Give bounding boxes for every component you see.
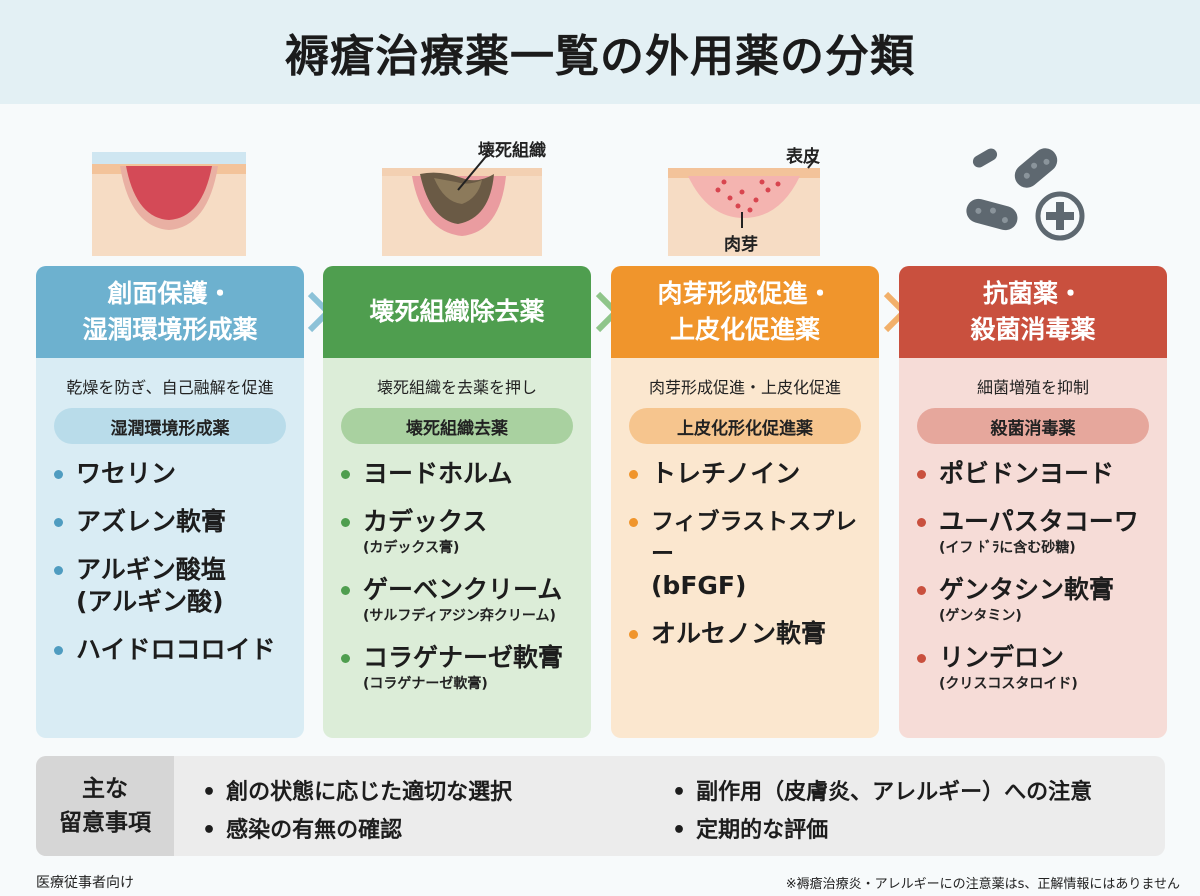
granulation-label: 肉芽 <box>724 235 758 255</box>
key-notes-panel: 主な 留意事項 創の状態に応じた適切な選択 感染の有無の確認 副作用（皮膚炎、ア… <box>36 756 1165 856</box>
footer-disclaimer: ※褥瘡治療炎・アレルギーにの注意薬はs、正解情報にはありません <box>785 877 1180 892</box>
list-item: コラゲナーゼ軟膏 (コラゲナーゼ軟膏) <box>341 642 591 694</box>
list-item: カデックス (カデックス膏) <box>341 506 591 558</box>
bacteria-illustration <box>956 138 1086 258</box>
list-item: リンデロン (クリスコスタロイド) <box>917 642 1167 694</box>
notes-label-line2: 留意事項 <box>59 810 151 836</box>
drug-subname: (ゲンタミン) <box>939 608 1022 624</box>
drug-name: トレチノイン <box>651 459 801 488</box>
drug-name: アズレン軟膏 <box>76 507 227 536</box>
column-category-pill: 湿潤環境形成薬 <box>54 408 286 444</box>
column-title-line1: 肉芽形成促進・ <box>657 279 833 308</box>
granulation-illustration <box>668 132 820 256</box>
column-title-line2: 殺菌消毒薬 <box>970 315 1096 344</box>
column-granulation-promotion: 肉芽形成促進・ 上皮化促進薬 肉芽形成促進・上皮化促進 上皮化形化促進薬 トレチ… <box>611 266 879 738</box>
column-header: 抗菌薬・ 殺菌消毒薬 <box>899 266 1167 358</box>
list-item: ワセリン <box>54 458 304 490</box>
note-item: 副作用（皮膚炎、アレルギー）への注意 <box>672 774 1092 806</box>
column-header: 肉芽形成促進・ 上皮化促進薬 <box>611 266 879 358</box>
drug-name: ハイドロコロイド <box>76 635 276 664</box>
drug-list: ヨードホルム カデックス (カデックス膏) ゲーベンクリーム (サルフディアジン㚏ク… <box>323 458 591 694</box>
drug-name: ゲーベンクリーム <box>363 575 563 604</box>
notes-label: 主な 留意事項 <box>36 756 174 856</box>
drug-name: カデックス <box>363 507 488 536</box>
epidermis-label: 表皮 <box>786 147 820 167</box>
column-description: 肉芽形成促進・上皮化促進 <box>648 378 841 397</box>
list-item: アルギン酸塩 (アルギン酸) <box>54 554 304 618</box>
list-item: ゲンタシン軟膏 (ゲンタミン) <box>917 574 1167 626</box>
title-band: 褥瘡治療薬一覧の外用薬の分類 <box>0 0 1200 104</box>
column-title-line1: 壊死組織除去薬 <box>369 297 545 326</box>
column-category-pill: 殺菌消毒薬 <box>917 408 1149 444</box>
drug-subname: (クリスコスタロイド) <box>939 676 1078 692</box>
column-title-line1: 抗菌薬・ <box>982 279 1083 308</box>
drug-name: フィブラストスプレー <box>651 509 858 567</box>
column-title-line1: 創面保護・ <box>107 279 233 308</box>
drug-name: ユーパスタコーワ <box>939 507 1139 536</box>
list-item: ヨードホルム <box>341 458 591 490</box>
list-item: フィブラストスプレー (bFGF) <box>629 506 879 602</box>
drug-subname: (サルフディアジン㚏クリーム) <box>363 608 556 624</box>
list-item: ゲーベンクリーム (サルフディアジン㚏クリーム) <box>341 574 591 626</box>
column-wound-protection: 創面保護・ 湿潤環境形成薬 乾燥を防ぎ、自己融解を促進 湿潤環境形成薬 ワセリン… <box>36 266 304 738</box>
column-description: 壊死組織を去薬を押し <box>376 378 537 397</box>
footer-audience: 医療従事者向け <box>36 875 134 891</box>
drug-name: アルギン酸塩 <box>76 555 226 584</box>
wound-illustration <box>92 132 246 256</box>
drug-subname: (カデックス膏) <box>363 540 460 556</box>
list-item: ハイドロコロイド <box>54 634 304 666</box>
list-item: アズレン軟膏 <box>54 506 304 538</box>
list-item: トレチノイン <box>629 458 879 490</box>
drug-name: リンデロン <box>939 643 1065 672</box>
drug-subname: (イフ ﾄﾞﾗに含む砂糖) <box>939 540 1076 556</box>
column-description: 細菌増殖を抑制 <box>976 378 1089 397</box>
column-category-pill: 壊死組織去薬 <box>341 408 573 444</box>
list-item: ユーパスタコーワ (イフ ﾄﾞﾗに含む砂糖) <box>917 506 1167 558</box>
drug-name-line2: (bFGF) <box>651 571 747 600</box>
column-description: 乾燥を防ぎ、自己融解を促進 <box>66 378 274 397</box>
list-item: オルセノン軟膏 <box>629 618 879 650</box>
drug-name-line2: (アルギン酸) <box>76 587 224 616</box>
note-item: 定期的な評価 <box>672 812 828 844</box>
necrotic-illustration <box>382 132 542 256</box>
column-category-pill: 上皮化形化促進薬 <box>629 408 861 444</box>
drug-name: ワセリン <box>76 459 177 488</box>
drug-name: ゲンタシン軟膏 <box>939 575 1115 604</box>
drug-name: ヨードホルム <box>363 459 513 488</box>
notes-label-line1: 主な <box>82 776 128 802</box>
list-item: ポビドンヨード <box>917 458 1167 490</box>
drug-subname: (コラゲナーゼ軟膏) <box>363 676 488 692</box>
necrotic-tissue-label: 壊死組織 <box>478 141 546 161</box>
drug-name: オルセノン軟膏 <box>651 619 827 648</box>
column-title-line2: 湿潤環境形成薬 <box>82 315 258 344</box>
column-antibacterial: 抗菌薬・ 殺菌消毒薬 細菌増殖を抑制 殺菌消毒薬 ポビドンヨード ユーパスタコー… <box>899 266 1167 738</box>
drug-list: トレチノイン フィブラストスプレー (bFGF) オルセノン軟膏 <box>611 458 879 650</box>
column-necrotic-removal: 壊死組織除去薬 壊死組織を去薬を押し 壊死組織去薬 ヨードホルム カデックス (カ… <box>323 266 591 738</box>
drug-name: コラゲナーゼ軟膏 <box>363 643 564 672</box>
note-item: 創の状態に応じた適切な選択 <box>202 774 512 806</box>
column-header: 壊死組織除去薬 <box>323 266 591 358</box>
column-title-line2: 上皮化促進薬 <box>669 315 820 344</box>
note-item: 感染の有無の確認 <box>202 812 402 844</box>
page-title: 褥瘡治療薬一覧の外用薬の分類 <box>285 31 915 82</box>
drug-name: ポビドンヨード <box>939 459 1115 488</box>
drug-list: ワセリン アズレン軟膏 アルギン酸塩 (アルギン酸) ハイドロコロイド <box>36 458 304 666</box>
drug-list: ポビドンヨード ユーパスタコーワ (イフ ﾄﾞﾗに含む砂糖) ゲンタシン軟膏 (ゲン… <box>899 458 1167 694</box>
column-header: 創面保護・ 湿潤環境形成薬 <box>36 266 304 358</box>
